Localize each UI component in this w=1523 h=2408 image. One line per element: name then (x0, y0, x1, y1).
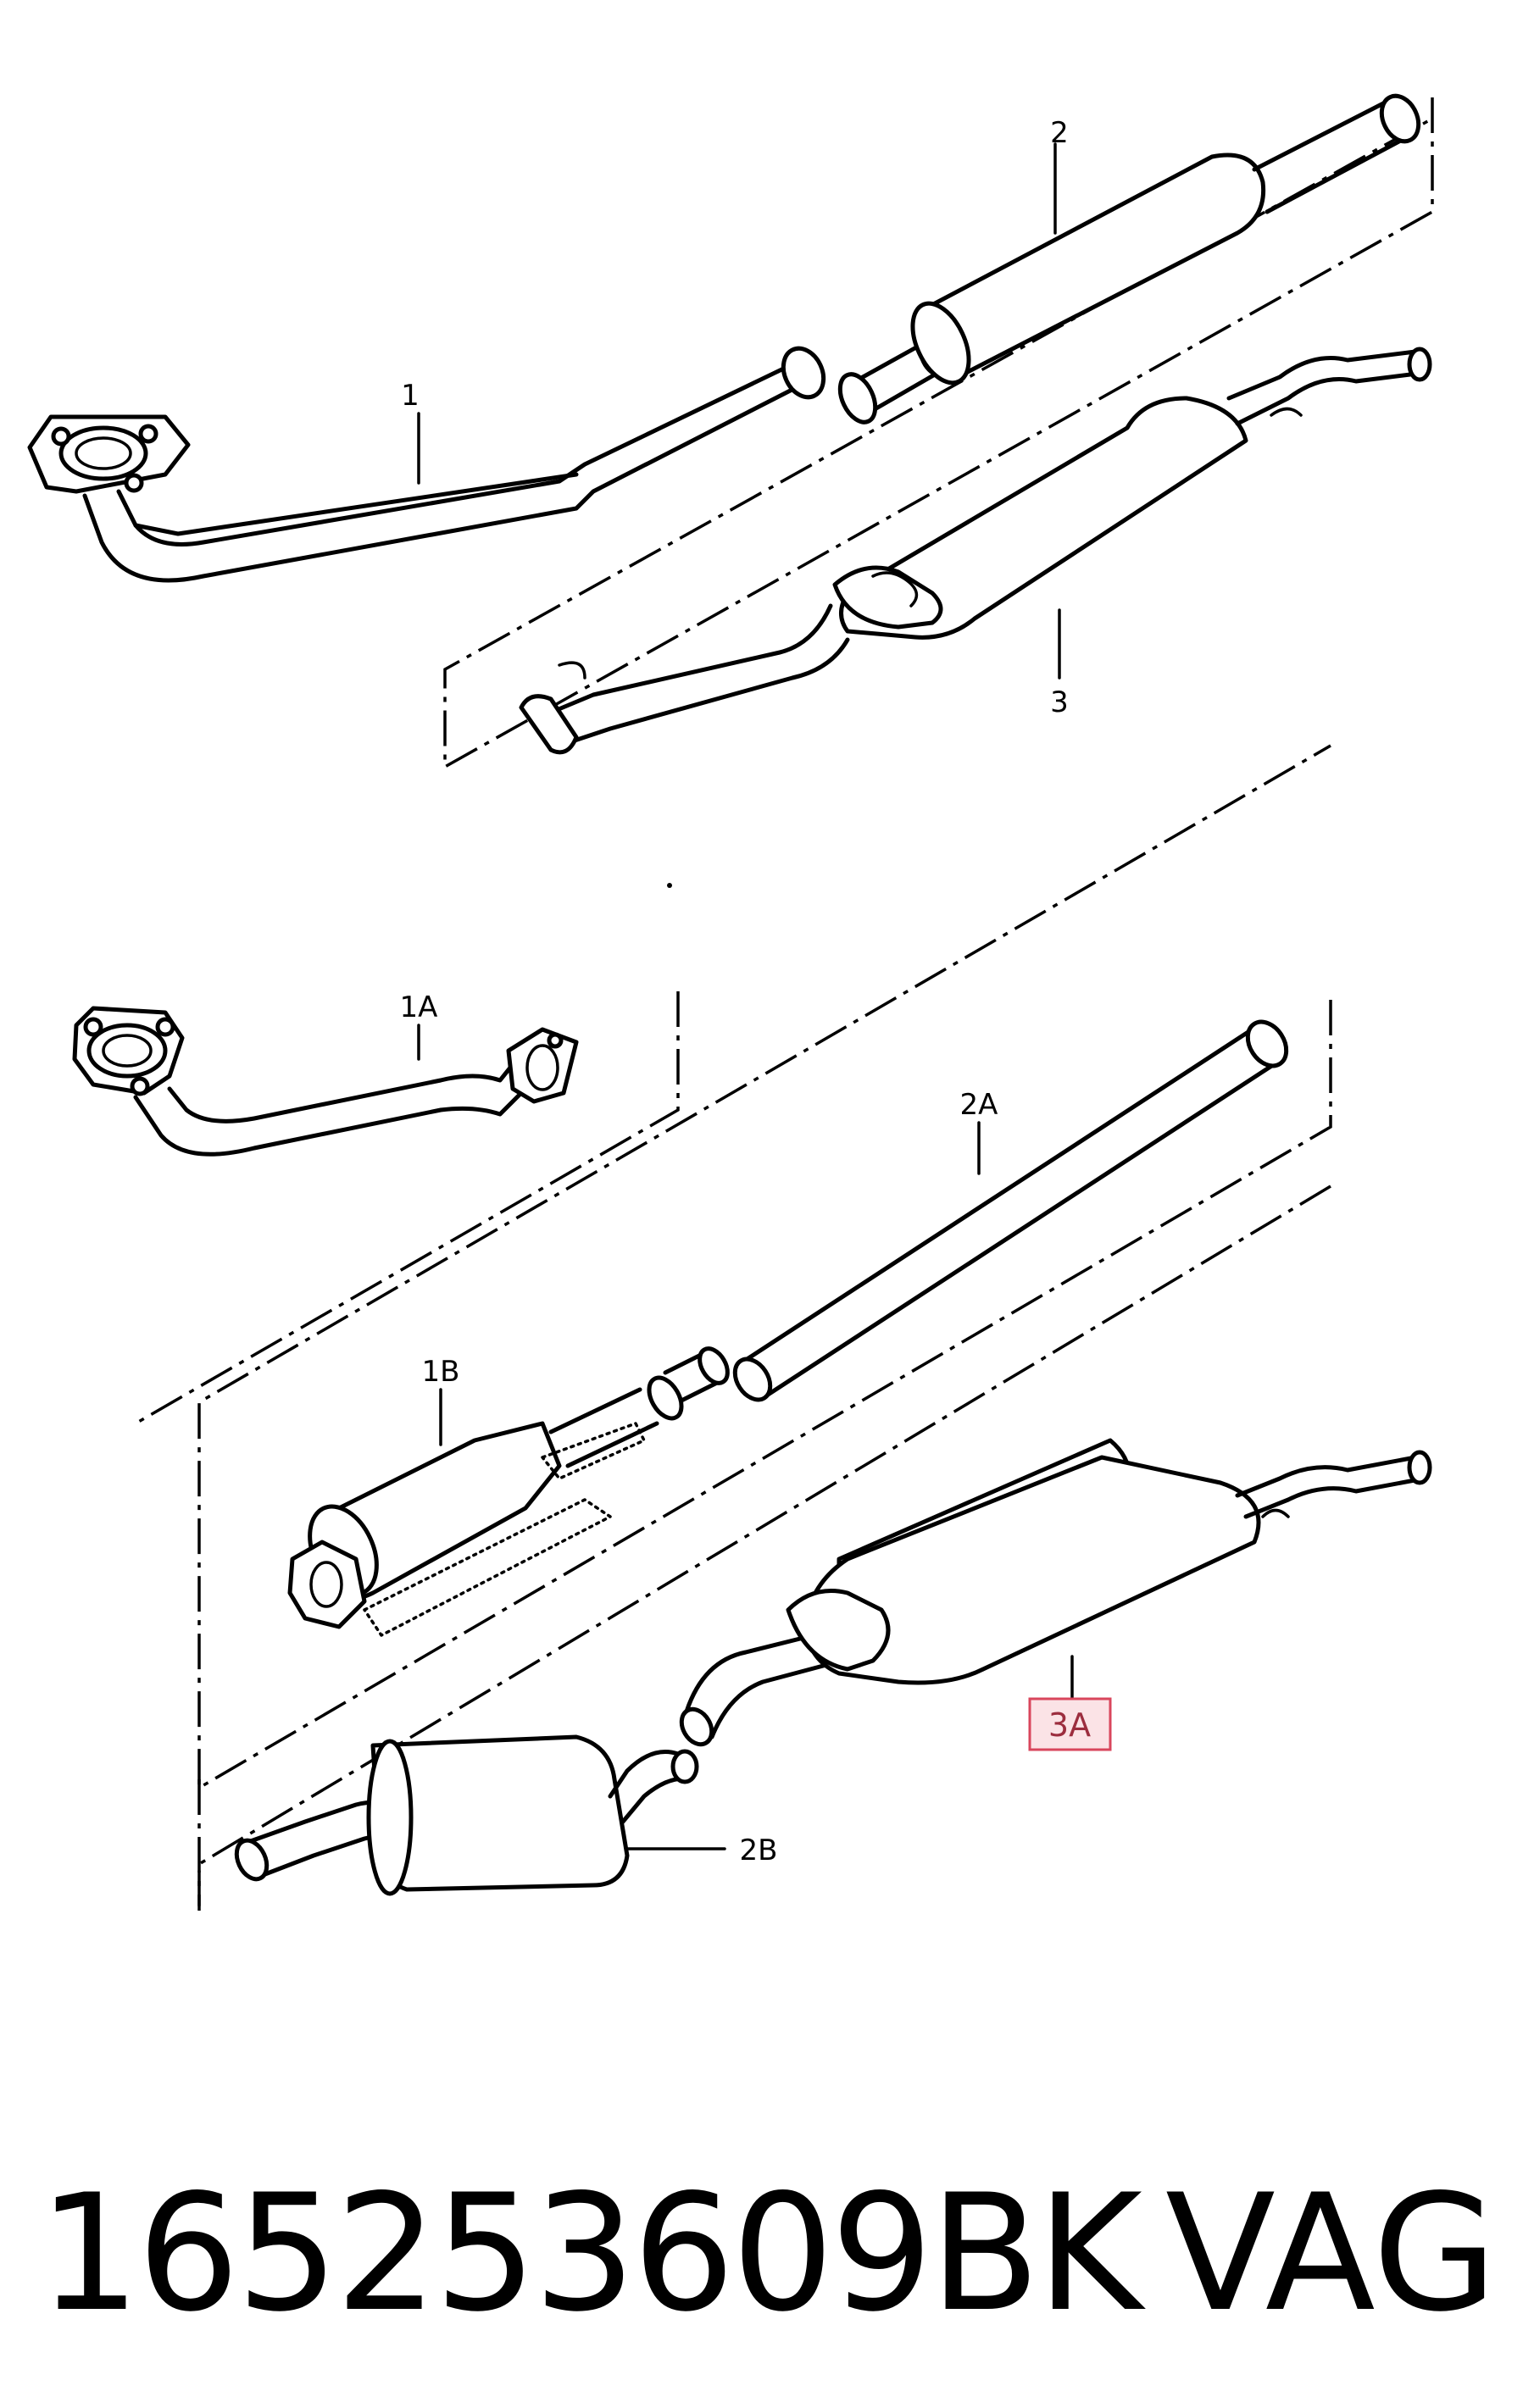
brand-name: VAG (1165, 2160, 1498, 2347)
part-1a-pipe (72, 1006, 579, 1157)
label-2b: 2B (740, 1834, 778, 1867)
label-3: 3 (1050, 685, 1069, 719)
part-1-front-pipe (27, 346, 826, 583)
top-assembly: 1 2 3 (27, 93, 1434, 888)
label-3a: 3A (1048, 1706, 1091, 1744)
bottom-assembly: 1A 2A 1B 2B 3A (72, 744, 1432, 1911)
label-2: 2 (1050, 116, 1069, 150)
label-1a: 1A (400, 990, 438, 1024)
label-1: 1 (401, 379, 420, 413)
boundary-1a (135, 991, 680, 1425)
part-3a-rear-muffler (679, 1438, 1432, 1747)
part-2b-muffler (234, 1734, 726, 1896)
part-3-rear-muffler (519, 347, 1432, 755)
part-2a-pipe (732, 1019, 1289, 1402)
top-boundary-line (443, 97, 1434, 769)
part-2-center-muffler (837, 93, 1421, 424)
part-1b-catalytic-converter (287, 1346, 730, 1637)
boundary-1b-2a (197, 744, 1332, 1791)
part-number: 165253609BK (38, 2160, 1142, 2347)
label-1b: 1B (422, 1355, 460, 1389)
highlight-box-3a (1028, 1697, 1112, 1751)
label-2a: 2A (960, 1088, 998, 1122)
